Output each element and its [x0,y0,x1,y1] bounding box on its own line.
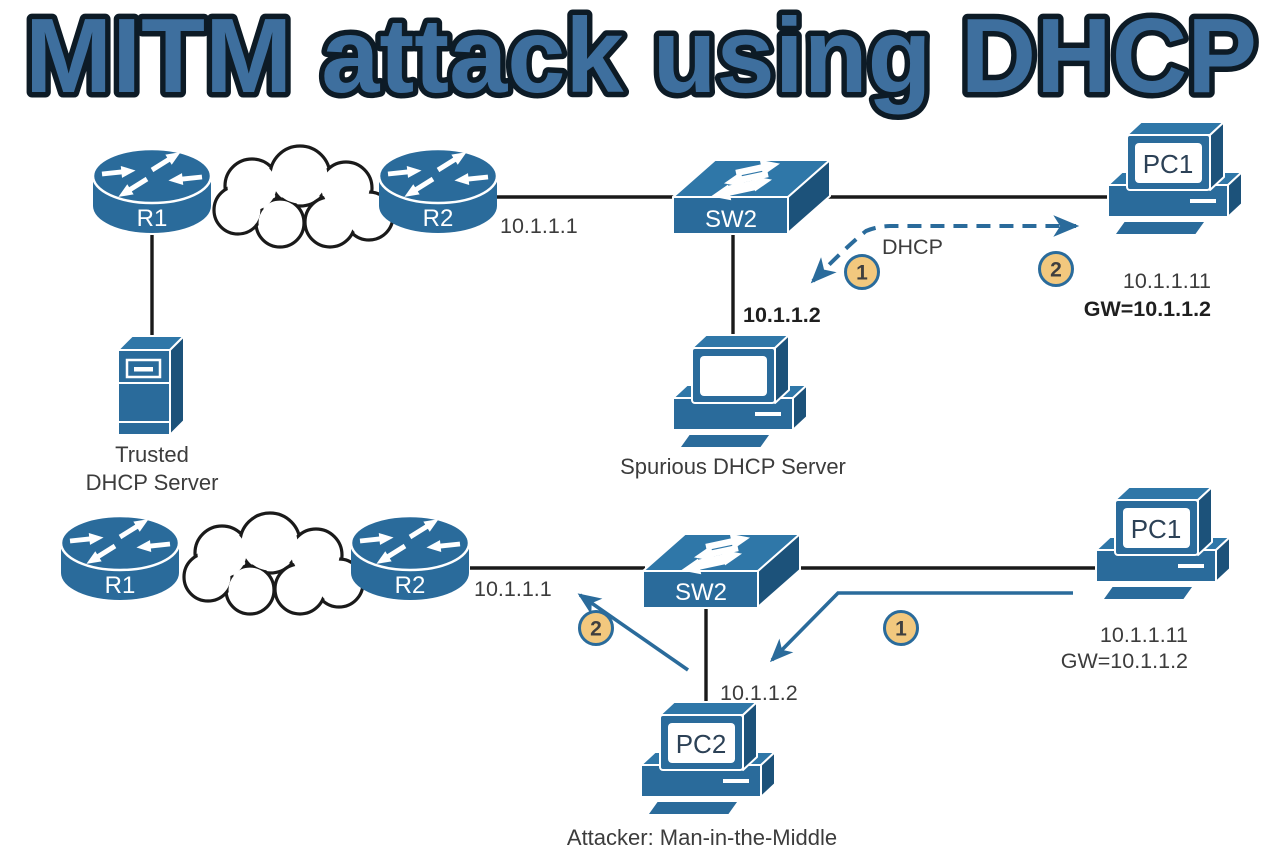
pc1-ip-label: 10.1.1.11 [1123,269,1211,293]
router-r1-label: R1 [137,205,168,232]
router-r2-label: R2 [395,572,426,599]
step1-badge-number: 1 [856,262,868,285]
trusted-server-caption-line1: Trusted [115,442,189,467]
traffic-arrow-step2 [577,593,690,672]
trusted-dhcp-server-icon [116,334,186,437]
attacker-ip-label: 10.1.1.2 [720,681,798,705]
step1-badge-number: 1 [895,618,907,641]
spurious-server-caption: Spurious DHCP Server [620,454,846,479]
page-title: MITM attack using DHCP [25,0,1257,115]
traffic-arrow-step1 [769,591,1073,663]
link-ip-label: 10.1.1.1 [500,214,578,238]
dhcp-flow-label: DHCP [882,235,943,259]
pc1-gateway-label: GW=10.1.1.2 [1084,297,1211,321]
link-ip-label: 10.1.1.1 [474,577,552,601]
step2-badge-number: 2 [590,618,602,641]
pc1-ip-label: 10.1.1.11 [1100,623,1188,647]
router-r2-label: R2 [423,205,454,232]
step1-badge [883,610,919,646]
switch-sw2-label: SW2 [705,206,757,233]
pc1-gateway-label: GW=10.1.1.2 [1061,649,1188,673]
spurious-dhcp-server-icon [672,334,808,449]
wan-cloud [182,511,365,616]
step2-badge [1038,251,1074,287]
trusted-server-caption-line2: DHCP Server [86,470,219,495]
pc1-screen-label: PC1 [1131,514,1182,544]
top-diagram: R1 R2 SW2 PC1 10.1.1.1 10.1.1.2 DHCP 10.… [86,121,1243,495]
pc1-screen-label: PC1 [1143,149,1194,179]
bottom-diagram: R1 R2 SW2 PC1 PC2 10.1.1.1 10.1.1.2 10.1… [61,486,1231,850]
attacker-caption: Attacker: Man-in-the-Middle [567,825,837,850]
step2-badge [578,610,614,646]
step1-badge [844,254,880,290]
pc2-screen-label: PC2 [676,729,727,759]
spurious-ip-label: 10.1.1.2 [743,303,821,327]
dhcp-flow-arrow [810,215,1080,284]
wan-cloud [212,144,395,249]
router-r1-label: R1 [105,572,136,599]
step2-badge-number: 2 [1050,259,1062,282]
switch-sw2-label: SW2 [675,579,727,606]
